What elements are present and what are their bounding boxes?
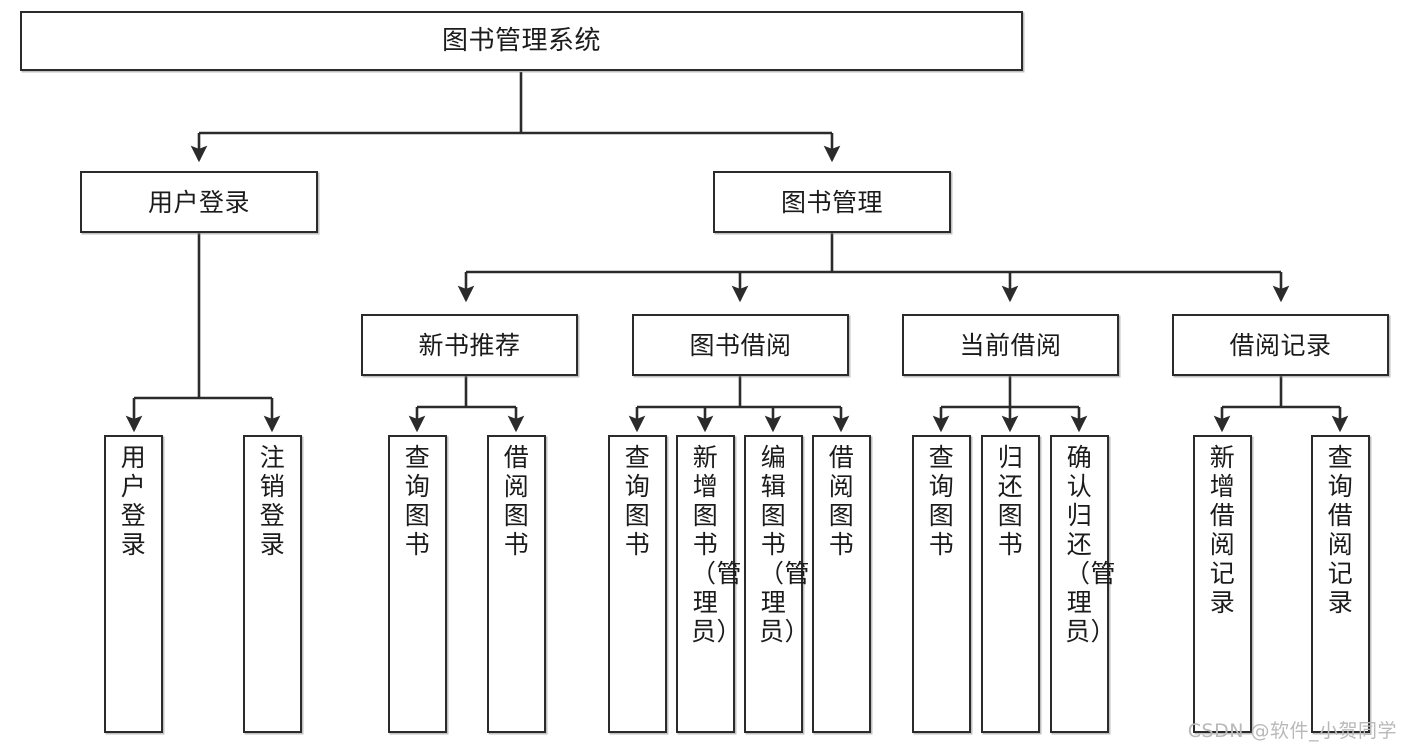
leaf-current-borrow-query[interactable]: 查询图书 [912, 435, 971, 733]
leaf-book-borrow-borrow[interactable]: 借阅图书 [812, 435, 871, 733]
leaf-borrow-record-add[interactable]: 新增借阅记录 [1193, 435, 1252, 733]
node-label: 查询图书 [928, 443, 955, 559]
node-label: 确认归还（管理员） [1065, 443, 1117, 646]
node-label: 借阅图书 [503, 443, 530, 559]
node-label: 新增借阅记录 [1209, 443, 1236, 617]
leaf-current-borrow-confirm-return-admin[interactable]: 确认归还（管理员） [1050, 435, 1117, 733]
node-label: 用户登录 [147, 187, 250, 217]
leaf-new-book-query[interactable]: 查询图书 [388, 435, 447, 733]
leaf-user-login-logout[interactable]: 注销登录 [243, 435, 302, 733]
node-new-book-recommend[interactable]: 新书推荐 [361, 314, 578, 376]
node-current-borrow[interactable]: 当前借阅 [902, 314, 1119, 376]
node-label: 查询图书 [404, 443, 431, 559]
node-label: 归还图书 [997, 443, 1024, 559]
node-label: 查询借阅记录 [1327, 443, 1354, 617]
leaf-new-book-borrow[interactable]: 借阅图书 [487, 435, 546, 733]
leaf-current-borrow-return[interactable]: 归还图书 [981, 435, 1040, 733]
node-label: 新书推荐 [418, 330, 521, 360]
leaf-book-borrow-add-admin[interactable]: 新增图书（管理员） [676, 435, 743, 733]
node-label: 图书借阅 [689, 330, 792, 360]
node-root-book-management-system[interactable]: 图书管理系统 [20, 11, 1023, 71]
node-user-login[interactable]: 用户登录 [80, 171, 318, 233]
node-label: 新增图书（管理员） [691, 443, 743, 646]
node-label: 图书管理系统 [441, 25, 601, 56]
node-borrow-record[interactable]: 借阅记录 [1172, 314, 1389, 376]
leaf-borrow-record-query[interactable]: 查询借阅记录 [1311, 435, 1370, 733]
node-label: 借阅记录 [1229, 330, 1332, 360]
node-book-borrow[interactable]: 图书借阅 [632, 314, 849, 376]
node-book-management[interactable]: 图书管理 [713, 171, 951, 233]
node-label: 当前借阅 [959, 330, 1062, 360]
node-label: 借阅图书 [828, 443, 855, 559]
csdn-watermark: CSDN @软件_小贺同学 [1187, 720, 1397, 742]
leaf-book-borrow-edit-admin[interactable]: 编辑图书（管理员） [744, 435, 811, 733]
node-label: 编辑图书（管理员） [759, 443, 811, 646]
leaf-book-borrow-query[interactable]: 查询图书 [608, 435, 667, 733]
node-label: 注销登录 [259, 443, 286, 559]
node-label: 查询图书 [624, 443, 651, 559]
node-label: 用户登录 [120, 443, 147, 559]
node-label: 图书管理 [780, 187, 883, 217]
leaf-user-login-login[interactable]: 用户登录 [104, 435, 163, 733]
